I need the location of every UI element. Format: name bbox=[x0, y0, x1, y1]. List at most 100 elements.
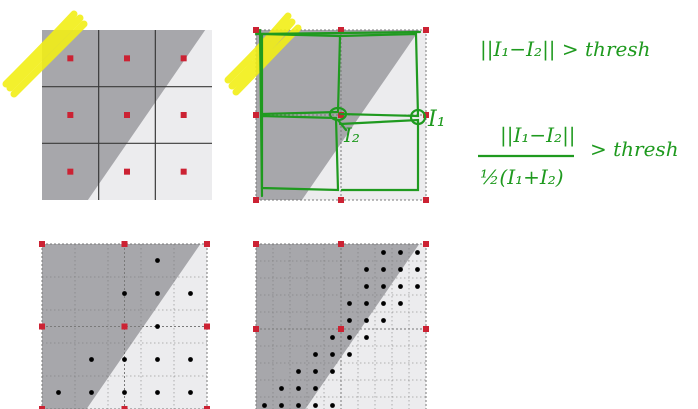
sample-black bbox=[89, 357, 94, 362]
green-ink-overlay bbox=[254, 28, 427, 198]
label-i1: I₁ bbox=[427, 107, 446, 132]
sample-red bbox=[338, 241, 344, 247]
sample-red bbox=[338, 326, 344, 332]
sample-red bbox=[67, 168, 74, 175]
sample-black bbox=[122, 291, 127, 296]
sample-black bbox=[313, 403, 318, 408]
sample-black bbox=[188, 390, 193, 395]
sample-black bbox=[364, 284, 369, 289]
sample-red bbox=[204, 241, 210, 247]
sample-black bbox=[398, 250, 403, 255]
sketch-cell-box-top-right bbox=[338, 32, 420, 118]
sample-black bbox=[398, 301, 403, 306]
sample-black bbox=[56, 390, 61, 395]
sample-black bbox=[188, 291, 193, 296]
sample-red bbox=[253, 326, 259, 332]
sample-black bbox=[155, 324, 160, 329]
sample-red bbox=[204, 323, 210, 330]
sample-red bbox=[39, 241, 45, 247]
sample-red bbox=[423, 241, 429, 247]
sample-red bbox=[253, 241, 259, 247]
sample-red bbox=[253, 112, 259, 118]
sample-red bbox=[423, 27, 429, 33]
sample-black bbox=[364, 335, 369, 340]
sample-black bbox=[415, 284, 420, 289]
sample-black bbox=[330, 403, 335, 408]
sample-black bbox=[347, 301, 352, 306]
sample-black bbox=[262, 403, 267, 408]
sample-black bbox=[296, 403, 301, 408]
highlighter-stroke-left bbox=[2, 10, 88, 98]
sample-black bbox=[364, 318, 369, 323]
label-i2: I₂ bbox=[343, 123, 360, 147]
sample-red bbox=[204, 406, 210, 409]
sample-black bbox=[347, 335, 352, 340]
dark-region bbox=[42, 244, 201, 409]
sample-black bbox=[381, 284, 386, 289]
sample-red bbox=[180, 168, 187, 175]
sketch-cell-box-bottom-right bbox=[338, 118, 420, 192]
sample-black bbox=[364, 301, 369, 306]
sample-black bbox=[381, 267, 386, 272]
sample-black bbox=[330, 369, 335, 374]
panel-bottom-right bbox=[253, 241, 429, 409]
circle-i1 bbox=[409, 108, 427, 126]
panel-top-left bbox=[42, 30, 212, 200]
panel-bottom-left bbox=[39, 241, 210, 409]
sample-red bbox=[253, 197, 259, 203]
sample-black bbox=[398, 267, 403, 272]
sample-red bbox=[423, 197, 429, 203]
formula-relative-denominator: ½(I₁+I₂) bbox=[480, 165, 564, 189]
sample-red bbox=[124, 55, 130, 62]
sample-black bbox=[313, 352, 318, 357]
sample-black bbox=[155, 357, 160, 362]
sample-black bbox=[296, 369, 301, 374]
sample-black bbox=[155, 390, 160, 395]
sample-red bbox=[121, 323, 128, 330]
sample-red bbox=[39, 406, 45, 409]
sketch-left-edge bbox=[258, 28, 264, 198]
sample-red bbox=[423, 112, 429, 118]
dark-region bbox=[42, 30, 206, 200]
sample-black bbox=[364, 267, 369, 272]
sample-red bbox=[124, 168, 130, 175]
sample-black bbox=[122, 390, 127, 395]
sample-black bbox=[155, 258, 160, 263]
sample-black bbox=[296, 386, 301, 391]
sketch-cell-box-top bbox=[260, 32, 342, 116]
sample-red bbox=[338, 27, 344, 33]
sample-red bbox=[67, 55, 74, 62]
sample-black bbox=[89, 390, 94, 395]
sample-red bbox=[124, 112, 130, 118]
sample-black bbox=[415, 267, 420, 272]
sample-black bbox=[415, 250, 420, 255]
sample-red bbox=[121, 406, 128, 409]
sample-black bbox=[313, 386, 318, 391]
sample-red bbox=[67, 112, 74, 118]
sample-black bbox=[381, 301, 386, 306]
sample-red bbox=[338, 197, 344, 203]
dark-region bbox=[256, 244, 420, 409]
sample-red bbox=[180, 112, 187, 118]
sample-black bbox=[330, 352, 335, 357]
sample-red bbox=[423, 326, 429, 332]
sample-black bbox=[381, 250, 386, 255]
sample-black bbox=[279, 386, 284, 391]
arrow-i2 bbox=[336, 118, 348, 132]
formula-relative-threshold: > thresh bbox=[590, 137, 679, 161]
sample-black bbox=[398, 284, 403, 289]
sketch-top-edge bbox=[254, 30, 422, 36]
sample-black bbox=[330, 335, 335, 340]
formula-relative-numerator: ||I₁−I₂|| bbox=[500, 123, 576, 148]
sample-black bbox=[279, 403, 284, 408]
sample-black bbox=[188, 357, 193, 362]
sample-red bbox=[253, 27, 259, 33]
sample-black bbox=[313, 369, 318, 374]
sample-black bbox=[155, 291, 160, 296]
sample-red bbox=[180, 55, 187, 62]
sample-black bbox=[122, 357, 127, 362]
sample-black bbox=[347, 352, 352, 357]
formula-abs-threshold: ||I₁−I₂|| > thresh bbox=[480, 37, 650, 62]
sample-red bbox=[39, 323, 45, 330]
